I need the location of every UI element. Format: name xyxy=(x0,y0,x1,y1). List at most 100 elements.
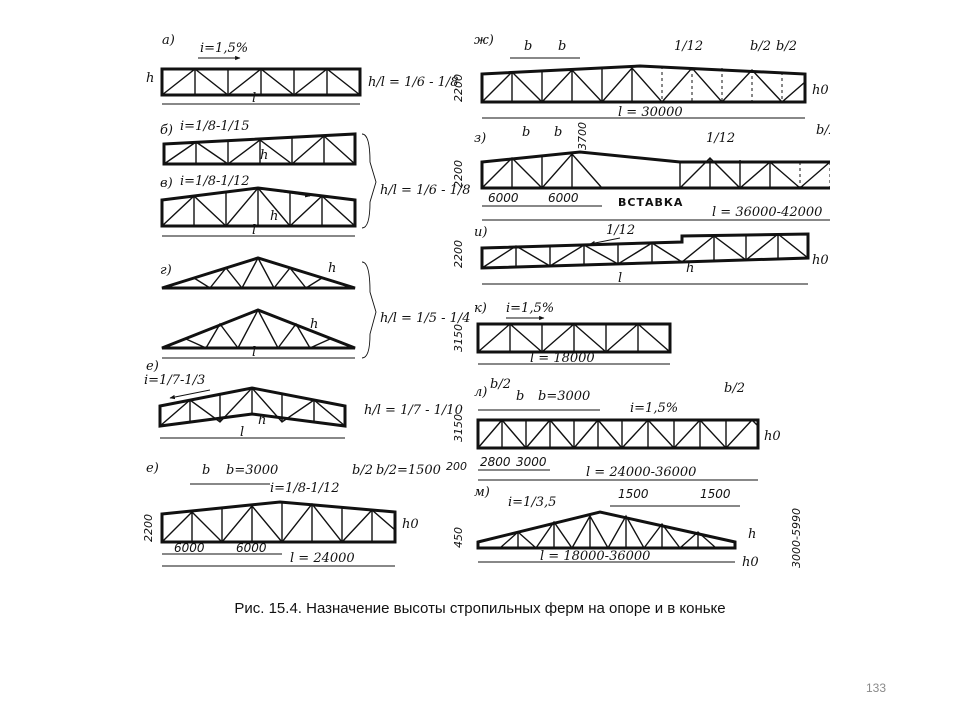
label-b: б) xyxy=(160,123,173,138)
half2-zh: b/2 xyxy=(776,39,797,54)
span-zh: l = 30000 xyxy=(618,105,683,120)
h-i: h xyxy=(686,261,694,276)
slope-e: i=1/7-1/3 xyxy=(144,373,205,388)
b1-zh: b xyxy=(524,39,532,54)
truss-g: г) h xyxy=(160,256,356,290)
h0-m: h0 xyxy=(742,555,759,570)
height-m: 450 xyxy=(452,527,465,548)
slope-m: i=1/3,5 xyxy=(508,495,556,510)
height-g: h xyxy=(328,261,336,276)
seg2-ye: 6000 xyxy=(236,541,267,555)
height-left-z: 2200 xyxy=(452,160,465,188)
height-d: h xyxy=(310,317,318,332)
label-z: з) xyxy=(474,131,486,146)
label-a: а) xyxy=(162,33,175,48)
height-a: h xyxy=(146,71,154,86)
span-m: l = 18000-36000 xyxy=(540,549,650,564)
b2-zh: b xyxy=(558,39,566,54)
truss-l: л) b/2 b b=3000 i=1,5% b/2 3150 200 h0 2… xyxy=(446,377,781,481)
b-ye: b xyxy=(202,463,210,478)
seg1-l: 2800 xyxy=(480,455,511,469)
span-d: l xyxy=(252,345,256,360)
truss-b: б) i=1/8-1/15 h xyxy=(160,119,357,166)
label-ye: е) xyxy=(146,461,159,476)
label-i: и) xyxy=(474,225,487,240)
slope-i: 1/12 xyxy=(606,223,635,238)
insert-z: ВСТАВКА xyxy=(618,196,683,209)
truss-v: в) i=1/8-1/12 h l xyxy=(160,174,357,238)
truss-d: h l xyxy=(161,308,356,360)
p2-m: 1500 xyxy=(700,487,731,501)
half1-z: b/2 xyxy=(816,123,830,138)
span-a: l xyxy=(252,91,256,106)
span-z: l = 36000-42000 xyxy=(712,205,822,220)
p1-m: 1500 xyxy=(618,487,649,501)
slope-ye: i=1/8-1/12 xyxy=(270,481,340,496)
label-m: м) xyxy=(474,485,490,500)
height-l: 3150 xyxy=(452,414,465,442)
b2-z: b xyxy=(554,125,562,140)
seg2-l: 3000 xyxy=(516,455,547,469)
h0-zh: h0 xyxy=(812,83,829,98)
label-k: к) xyxy=(474,301,487,316)
span-ye: l = 24000 xyxy=(290,551,355,566)
slope-z: 1/12 xyxy=(706,131,735,146)
half2-l: b/2 xyxy=(724,381,745,396)
truss-a: а) i=1,5% h l h/l = 1/6 - 1/8 xyxy=(146,33,459,106)
truss-ye: е) b b=3000 i=1/8-1/12 b/2 b/2=1500 2200… xyxy=(142,461,441,567)
label-e: е) xyxy=(146,359,159,374)
ratio-gd: h/l = 1/5 - 1/4 xyxy=(380,311,471,326)
label-zh: ж) xyxy=(474,33,494,48)
ratio-bv: h/l = 1/6 - 1/8 xyxy=(380,183,471,198)
h-m: h xyxy=(748,527,756,542)
height-ye: 2200 xyxy=(142,514,155,542)
b-l: b xyxy=(516,389,524,404)
page-number: 133 xyxy=(865,681,886,695)
height-v: h xyxy=(270,209,278,224)
span-l: l = 24000-36000 xyxy=(586,465,696,480)
height-mid-z: 3700 xyxy=(576,122,589,150)
label-g: г) xyxy=(160,263,172,278)
half-zh: b/2 xyxy=(750,39,771,54)
half-l: b/2 xyxy=(490,377,511,392)
half-ye: b/2 xyxy=(352,463,373,478)
slope-k: i=1,5% xyxy=(506,301,554,316)
truss-z: з) b b 3700 1/12 b/2 b/2 2200 h0 6000 60… xyxy=(452,122,830,221)
span-v: l xyxy=(252,223,256,238)
h0-ye: h0 xyxy=(402,517,419,532)
height-e: h xyxy=(258,413,266,428)
slope-v: i=1/8-1/12 xyxy=(180,174,250,189)
label-l: л) xyxy=(474,385,487,400)
bvalue-l: b=3000 xyxy=(538,389,590,404)
ratio-e: h/l = 1/7 - 1/10 xyxy=(364,403,463,418)
bvalue-ye: b=3000 xyxy=(226,463,278,478)
truss-e: г) е) i=1/7-1/3 h l h/l = 1/7 - 1/10 xyxy=(144,359,463,440)
slope-a: i=1,5% xyxy=(200,41,248,56)
seg1-z: 6000 xyxy=(488,191,519,205)
b1-z: b xyxy=(522,125,530,140)
label-v: в) xyxy=(160,176,173,191)
figure-caption: Рис. 15.4. Назначение высоты стропильных… xyxy=(234,600,726,617)
span-i: l xyxy=(618,271,622,286)
height-b: h xyxy=(260,148,268,163)
truss-k: к) i=1,5% 3150 l = 18000 xyxy=(452,301,672,366)
truss-i: и) 1/12 2200 h h0 l xyxy=(452,223,829,286)
base-l: 200 xyxy=(446,460,467,473)
truss-m: м) i=1/3,5 1500 1500 450 h h0 3000-5990 … xyxy=(452,485,803,570)
halfvalue-ye: b/2=1500 xyxy=(376,463,441,478)
h0-l: h0 xyxy=(764,429,781,444)
ratio-a: h/l = 1/6 - 1/8 xyxy=(368,75,459,90)
span-k: l = 18000 xyxy=(530,351,595,366)
height-k: 3150 xyxy=(452,324,465,352)
truss-figure: а) i=1,5% h l h/l = 1/6 - 1/8 б) i=1/8-1… xyxy=(140,22,830,582)
truss-zh: ж) b b 1/12 b/2 b/2 2200 h0 l = 30000 xyxy=(452,33,829,120)
height-i: 2200 xyxy=(452,240,465,268)
seg1-ye: 6000 xyxy=(174,541,205,555)
seg2-z: 6000 xyxy=(548,191,579,205)
slope-b: i=1/8-1/15 xyxy=(180,119,250,134)
right-height-m: 3000-5990 xyxy=(790,508,803,568)
slope-zh: 1/12 xyxy=(674,39,703,54)
height-zh: 2200 xyxy=(452,74,465,102)
h0-i: h0 xyxy=(812,253,829,268)
slope-l: i=1,5% xyxy=(630,401,678,416)
